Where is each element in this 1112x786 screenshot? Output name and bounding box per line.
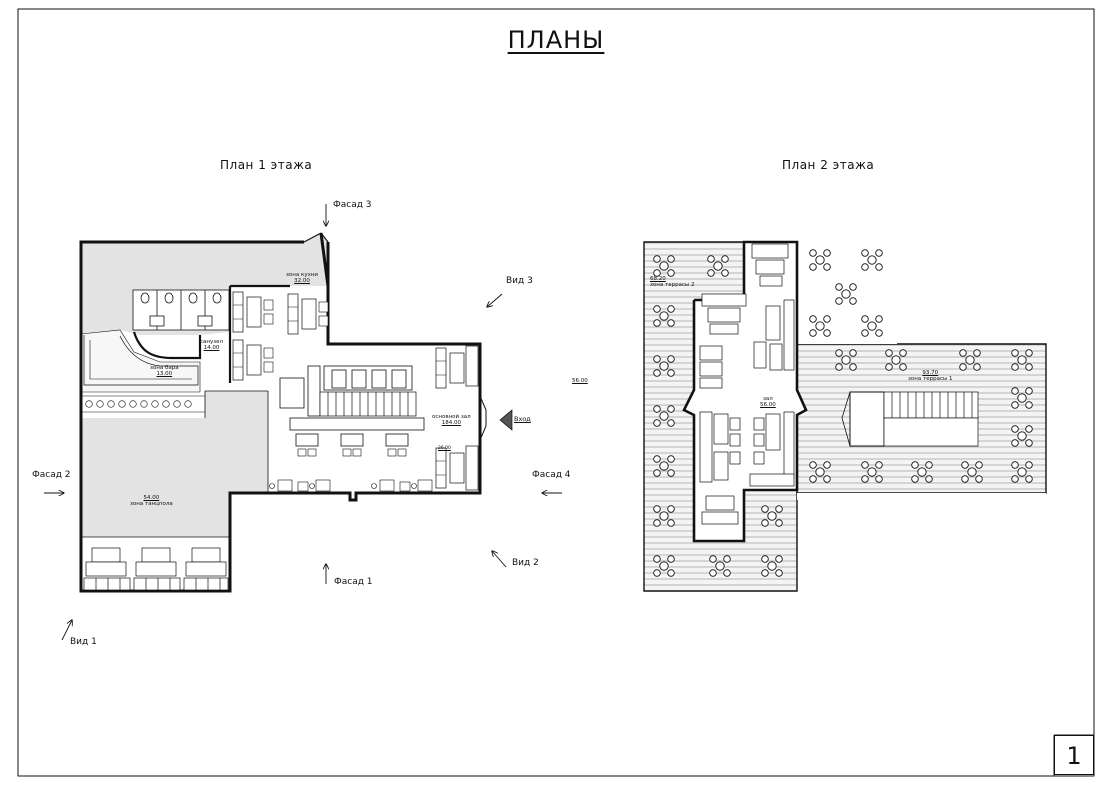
page-number: 1	[1054, 735, 1094, 775]
plan-2-title: План 2 этажа	[782, 158, 875, 172]
plan-1-drawing	[44, 204, 562, 641]
plan-1-title: План 1 этажа	[220, 158, 313, 172]
plan-2-drawing	[643, 240, 1047, 592]
section-arrow-icon	[44, 204, 562, 641]
floating-area-label: 56.00	[572, 378, 588, 384]
sheet-border	[17, 8, 1095, 777]
staircase-icon	[883, 391, 979, 447]
facade-2-label: Фасад 2	[32, 470, 71, 480]
view-3-label: Вид 3	[506, 276, 533, 286]
plan1-outer-wall	[79, 232, 482, 593]
bar-zone-fill	[80, 329, 201, 393]
sheet-title: ПЛАНЫ	[507, 26, 605, 54]
facade-3-label: Фасад 3	[333, 200, 372, 210]
dance-zone-fill	[81, 391, 268, 537]
small-room-label: 26.00	[438, 446, 451, 451]
facade-1-label: Фасад 1	[334, 577, 373, 587]
view-2-label: Вид 2	[512, 558, 539, 568]
entrance-triangle-icon	[499, 409, 513, 431]
entrance-label: Вход	[514, 415, 531, 423]
facade-4-label: Фасад 4	[532, 470, 571, 480]
view-1-label: Вид 1	[70, 637, 97, 647]
